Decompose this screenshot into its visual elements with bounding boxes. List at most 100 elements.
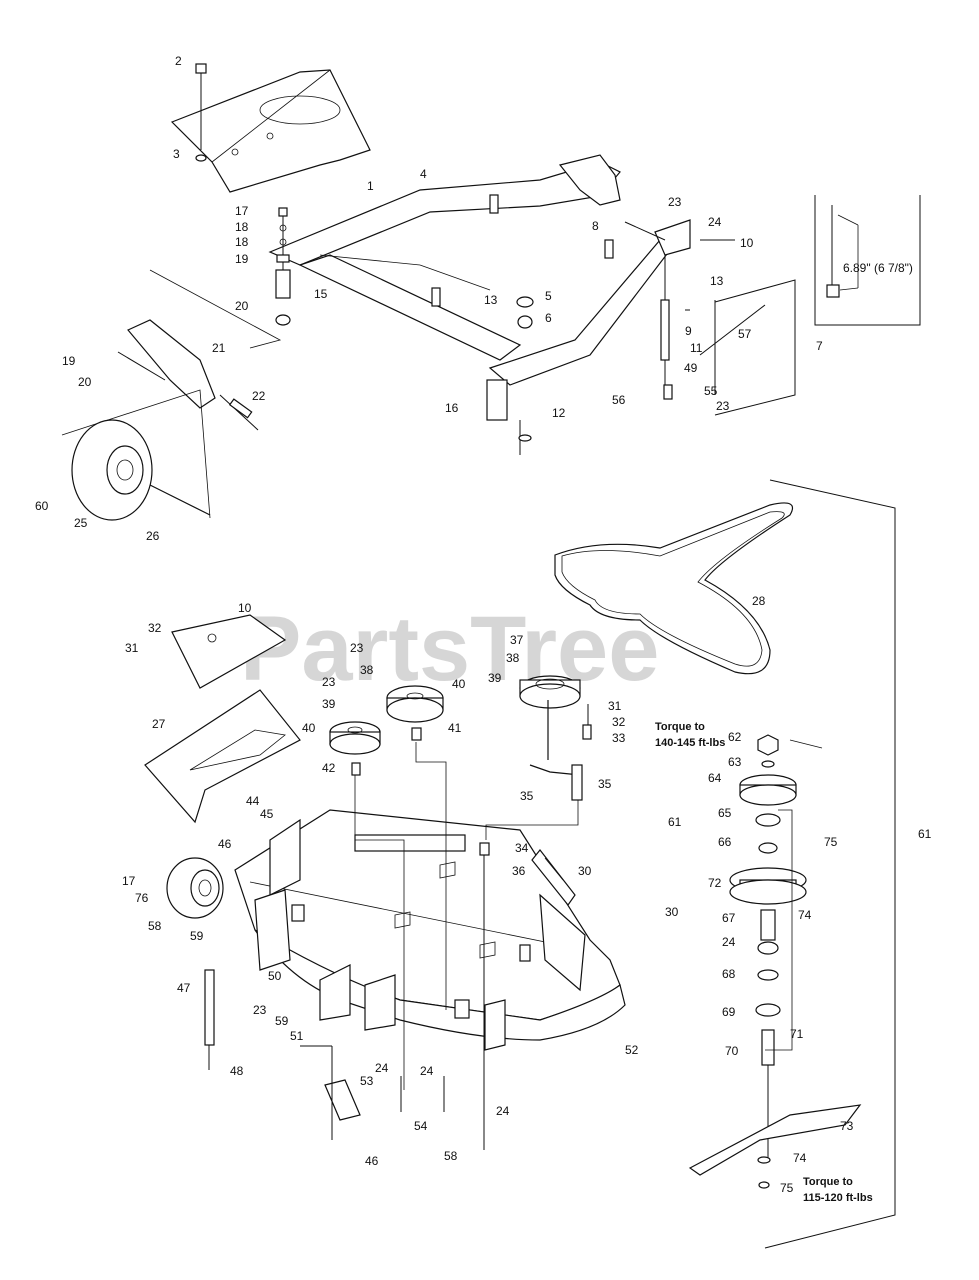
- idler-arm-37: [529, 700, 592, 801]
- callout-37: 35: [598, 777, 612, 791]
- callout-9: 9: [685, 324, 692, 338]
- callout-22: 22: [252, 389, 266, 403]
- callout-4: 4: [420, 167, 427, 181]
- watermark-text: PartsTree: [240, 598, 659, 700]
- bushing-14: [275, 269, 291, 299]
- bolt-2: [195, 63, 207, 150]
- leader-21-frame: [149, 269, 282, 349]
- callout-labels: 2 3 1 4 17 18 18 19 20 15 13 5 6 16 12 8…: [35, 54, 932, 1204]
- callout-58: 10: [238, 601, 252, 615]
- callout-1: 1: [367, 179, 374, 193]
- callout-25: 25: [74, 516, 88, 530]
- callout-33: 35: [520, 789, 534, 803]
- callout-64: 65: [718, 806, 732, 820]
- callout-50: 54: [414, 1119, 428, 1133]
- mower-deck: [234, 809, 626, 1051]
- hitch-frame: [268, 154, 671, 421]
- belt-cover-58: [171, 614, 287, 689]
- callout-12: 12: [552, 406, 566, 420]
- blade-72: [688, 1104, 862, 1176]
- callout-31: 32: [148, 621, 162, 635]
- callout-43: 46: [218, 837, 232, 851]
- callout-10b: 61: [668, 815, 682, 829]
- callout-35: 38: [360, 663, 374, 677]
- torque-note-lower-line2: 115-120 ft-lbs: [803, 1192, 873, 1204]
- torque-note-lower-line1: Torque to: [803, 1176, 853, 1188]
- callout-62: 63: [728, 755, 742, 769]
- axle-26: [149, 484, 211, 516]
- callout-70: 71: [790, 1027, 804, 1041]
- callout-17b: 76: [135, 891, 149, 905]
- callout-29: 30: [578, 864, 592, 878]
- callout-24e: 24: [420, 1064, 434, 1078]
- callout-24f: 24: [496, 1104, 510, 1118]
- callout-15: 17: [235, 204, 249, 218]
- callout-54: 59: [275, 1014, 289, 1028]
- deflector-27: [144, 689, 301, 824]
- callout-74: 75: [780, 1181, 794, 1195]
- bushing-18: [275, 314, 291, 326]
- callout-7: 7: [816, 339, 823, 353]
- callout-44: 47: [177, 981, 191, 995]
- callout-67: 68: [722, 967, 736, 981]
- callout-51: 58: [444, 1149, 458, 1163]
- callout-24c: 23: [253, 1003, 267, 1017]
- callout-71: 72: [708, 876, 722, 890]
- callout-5: 5: [545, 289, 552, 303]
- callout-72: 73: [840, 1119, 854, 1133]
- callout-60: 60: [35, 499, 49, 513]
- bracket-7: [714, 279, 796, 416]
- callout-57: 57: [738, 327, 752, 341]
- callout-52: 58: [148, 919, 162, 933]
- callout-66: 67: [722, 911, 736, 925]
- callout-45: 48: [230, 1064, 244, 1078]
- callout-56: 56: [612, 393, 626, 407]
- callout-32: 33: [612, 731, 626, 745]
- callout-14b: 16: [445, 401, 459, 415]
- bracket-59: [764, 479, 896, 1249]
- callout-13: 13: [484, 293, 498, 307]
- callout-8: 8: [592, 219, 599, 233]
- callout-35b: 39: [322, 697, 336, 711]
- callout-61: 62: [728, 730, 742, 744]
- callout-30b: 31: [608, 699, 622, 713]
- callout-31b: 32: [612, 715, 626, 729]
- callout-41: 44: [246, 794, 260, 808]
- callout-32b: 34: [515, 841, 529, 855]
- callout-48: 53: [360, 1074, 374, 1088]
- callout-10: 10: [740, 236, 754, 250]
- cover-plate: [170, 69, 371, 193]
- idler-pulley-36: [519, 675, 581, 709]
- callout-47: 52: [625, 1043, 639, 1057]
- callout-35c: 38: [506, 651, 520, 665]
- callout-18b: 20: [235, 299, 249, 313]
- height-adjust-bracket: [654, 219, 691, 400]
- callout-30: 31: [125, 641, 139, 655]
- callout-11: 11: [690, 341, 703, 355]
- callout-17: 18: [235, 235, 249, 249]
- callout-23e: 23: [322, 675, 336, 689]
- callout-21: 21: [212, 341, 226, 355]
- callout-18: 19: [235, 252, 249, 266]
- callout-40b: 42: [322, 761, 336, 775]
- callout-39b: 40: [302, 721, 316, 735]
- callout-46: 50: [268, 969, 282, 983]
- callout-23d: 23: [350, 641, 364, 655]
- callout-63: 64: [708, 771, 722, 785]
- leader-57: [699, 304, 766, 356]
- washer-3: [195, 154, 207, 162]
- callout-76: 75: [824, 835, 838, 849]
- callout-75: 74: [798, 908, 812, 922]
- callout-46b: 51: [290, 1029, 304, 1043]
- callout-42b: 46: [365, 1154, 379, 1168]
- height-rod-44: [204, 969, 215, 1046]
- callout-53: 59: [190, 929, 204, 943]
- callout-85: 24: [722, 935, 736, 949]
- callout-36: 39: [488, 671, 502, 685]
- callout-26: 26: [146, 529, 160, 543]
- callout-68: 69: [722, 1005, 736, 1019]
- callout-55: 55: [704, 384, 718, 398]
- callout-27: 27: [152, 717, 166, 731]
- torque-note-upper-line1: Torque to: [655, 721, 705, 733]
